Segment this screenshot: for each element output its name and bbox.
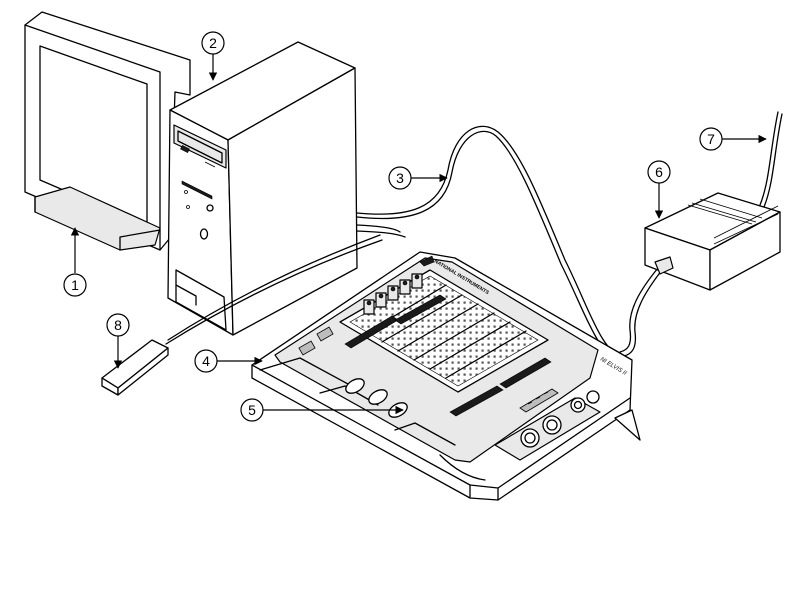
- usb-drive: [101, 339, 169, 396]
- ni-elvis-board: NATIONAL INSTRUMENTS NI ELVIS II: [251, 251, 641, 501]
- callout-8-label: 8: [114, 317, 122, 333]
- callout-2-label: 2: [209, 35, 217, 51]
- callout-3: 3: [388, 166, 448, 190]
- callout-8: 8: [106, 313, 130, 369]
- monitor: [24, 11, 191, 251]
- callout-2: 2: [201, 31, 225, 81]
- callout-1: 1: [63, 227, 87, 297]
- callout-4-label: 4: [202, 353, 210, 369]
- power-supply: [644, 192, 781, 291]
- callout-6: 6: [647, 160, 671, 219]
- callout-3-label: 3: [396, 170, 404, 186]
- callout-5-label: 5: [248, 402, 256, 418]
- bnc-connectors: [363, 273, 423, 315]
- callout-5: 5: [240, 398, 404, 422]
- callout-7: 7: [699, 127, 767, 151]
- pc-tower: [167, 41, 358, 336]
- callout-1-label: 1: [71, 277, 79, 293]
- callout-7-label: 7: [707, 131, 715, 147]
- callout-6-label: 6: [655, 164, 663, 180]
- cables: [165, 111, 783, 365]
- callout-4: 4: [194, 349, 263, 373]
